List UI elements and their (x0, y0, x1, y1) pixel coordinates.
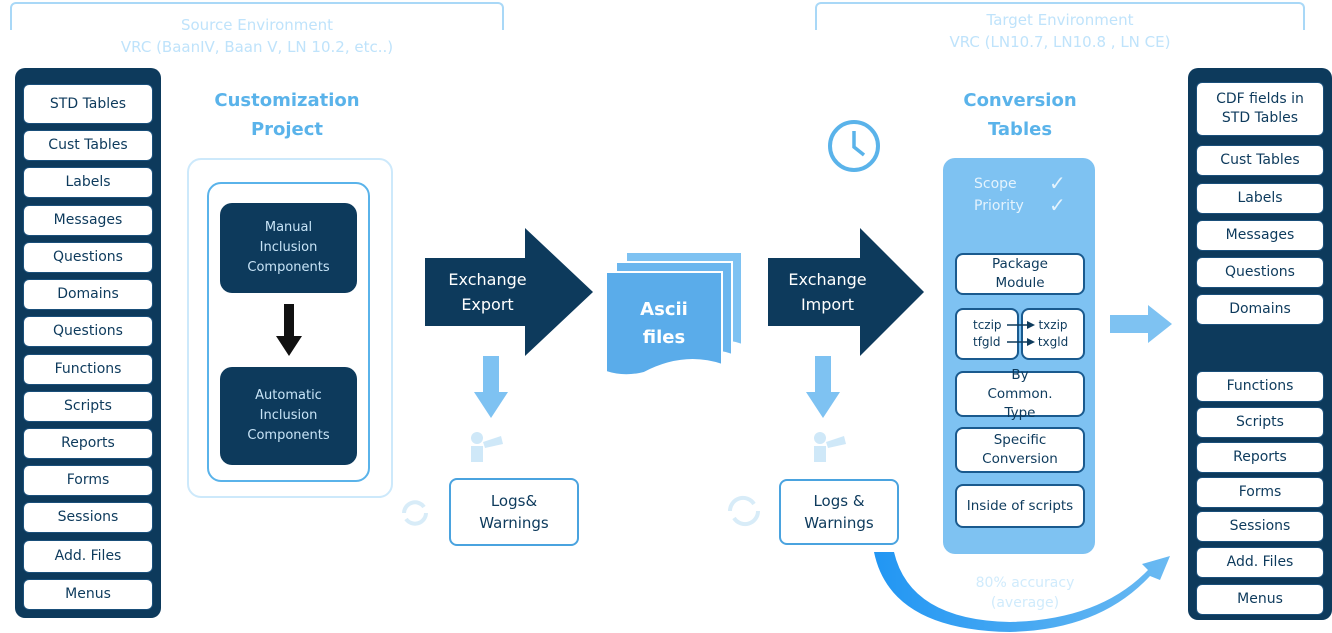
target-item: Messages (1196, 220, 1324, 251)
logs1-line2: Warnings (479, 514, 549, 532)
package-module-box: Package Module (955, 253, 1085, 295)
ascii-files-icon (605, 251, 743, 375)
customization-title-line1: Customization (214, 90, 360, 111)
right-arrow-icon (1110, 305, 1172, 343)
target-item: Cust Tables (1196, 145, 1324, 176)
customization-outer-box (187, 158, 393, 498)
exchange-import-arrow (768, 228, 924, 356)
target-item: Domains (1196, 294, 1324, 325)
source-item: Questions (23, 316, 153, 348)
source-item: Messages (23, 204, 153, 236)
ascii-line2: files (642, 327, 686, 348)
inside-of-scripts-box: Inside of scripts (955, 484, 1085, 528)
source-item: Menus (23, 578, 153, 610)
logs1-line1: Logs& (490, 492, 538, 510)
logs-warnings-import: Logs & Warnings (779, 479, 899, 545)
conversion-title-line1: Conversion (963, 90, 1077, 111)
target-env-line1: Target Environment (986, 11, 1134, 29)
refresh-icon (727, 495, 761, 527)
logs2-line1: Logs & (813, 492, 865, 510)
conversion-title: Conversion Tables (920, 86, 1120, 144)
source-bracket (10, 2, 504, 30)
refresh-icon (402, 500, 428, 526)
map-source-box: tczip tfgld (955, 308, 1019, 360)
target-components-panel: CDF fields in STD Tables Cust Tables Lab… (1188, 68, 1332, 620)
map-target-box: txzip txgld (1021, 308, 1085, 360)
export-line2: Export (461, 295, 514, 314)
customization-title: Customization Project (187, 86, 387, 144)
scope-check-icon: ✓ (1049, 171, 1066, 195)
source-item: Scripts (23, 390, 153, 422)
source-env-line1: Source Environment (180, 16, 334, 34)
conversion-tables-panel: Scope ✓ Priority ✓ Package Module tczip … (943, 158, 1095, 554)
map-left2: tfgld (973, 335, 1001, 349)
down-arrow-icon (276, 304, 302, 356)
export-line1: Exchange (448, 270, 527, 289)
automatic-inclusion-box: Automatic Inclusion Components (220, 367, 357, 465)
exchange-export-label: Exchange Export (440, 267, 535, 317)
scope-label: Scope (974, 176, 1017, 192)
source-item: Reports (23, 427, 153, 459)
source-item: Forms (23, 465, 153, 497)
target-item: Sessions (1196, 511, 1324, 542)
mapping-arrows-icon (1007, 321, 1035, 346)
target-item: Functions (1196, 371, 1324, 402)
source-env-line2: VRC (BaanIV, Baan V, LN 10.2, etc..) (120, 38, 394, 56)
target-item: Labels (1196, 183, 1324, 214)
target-item: Questions (1196, 257, 1324, 288)
source-item: Functions (23, 353, 153, 385)
specific-conversion-box: Specific Conversion (955, 427, 1085, 473)
target-item: Reports (1196, 442, 1324, 473)
source-components-panel: STD Tables Cust Tables Labels Messages Q… (15, 68, 161, 618)
target-environment-label: Target Environment VRC (LN10.7, LN10.8 ,… (815, 9, 1305, 53)
customization-inner-box (207, 182, 370, 482)
map-left1: tczip (973, 318, 1002, 332)
manual-inclusion-box: Manual Inclusion Components (220, 203, 357, 293)
exchange-import-label: Exchange Import (780, 267, 875, 317)
target-item: Menus (1196, 584, 1324, 615)
source-item: Sessions (23, 502, 153, 534)
by-common-type-box: By Common. Type (955, 367, 1085, 421)
accuracy-label: 80% accuracy (average) (950, 573, 1100, 613)
ascii-files-label: Ascii files (608, 296, 720, 352)
source-item: Cust Tables (23, 130, 153, 162)
logs2-line2: Warnings (804, 514, 874, 532)
source-item: Domains (23, 279, 153, 311)
import-line1: Exchange (788, 270, 867, 289)
accuracy-line2: (average) (990, 595, 1060, 611)
down-arrow-light-icon (474, 356, 508, 418)
source-item: Questions (23, 241, 153, 273)
target-item: CDF fields in STD Tables (1196, 82, 1324, 136)
source-item: Labels (23, 167, 153, 199)
source-item: STD Tables (23, 84, 153, 124)
person-telescope-icon (471, 432, 503, 462)
map-right2: txgld (1037, 335, 1069, 349)
exchange-export-arrow (425, 228, 593, 356)
ascii-line1: Ascii (640, 299, 688, 320)
accuracy-line1: 80% accuracy (975, 575, 1075, 591)
map-right1: txzip (1038, 318, 1068, 332)
clock-icon (828, 120, 880, 172)
priority-label: Priority (974, 198, 1024, 214)
target-env-line2: VRC (LN10.7, LN10.8 , LN CE) (949, 33, 1171, 51)
down-arrow-light-icon (806, 356, 840, 418)
import-line2: Import (800, 295, 855, 314)
target-item: Forms (1196, 477, 1324, 508)
customization-title-line2: Project (250, 119, 324, 140)
target-item: Add. Files (1196, 547, 1324, 578)
logs-warnings-export: Logs& Warnings (449, 478, 579, 546)
target-bracket (815, 2, 1305, 30)
person-telescope-icon (814, 432, 846, 462)
target-item: Scripts (1196, 407, 1324, 438)
source-item: Add. Files (23, 539, 153, 573)
source-environment-label: Source Environment VRC (BaanIV, Baan V, … (10, 14, 504, 58)
conversion-title-line2: Tables (987, 119, 1053, 140)
priority-check-icon: ✓ (1049, 193, 1066, 217)
curved-accuracy-arrow (874, 552, 1170, 632)
